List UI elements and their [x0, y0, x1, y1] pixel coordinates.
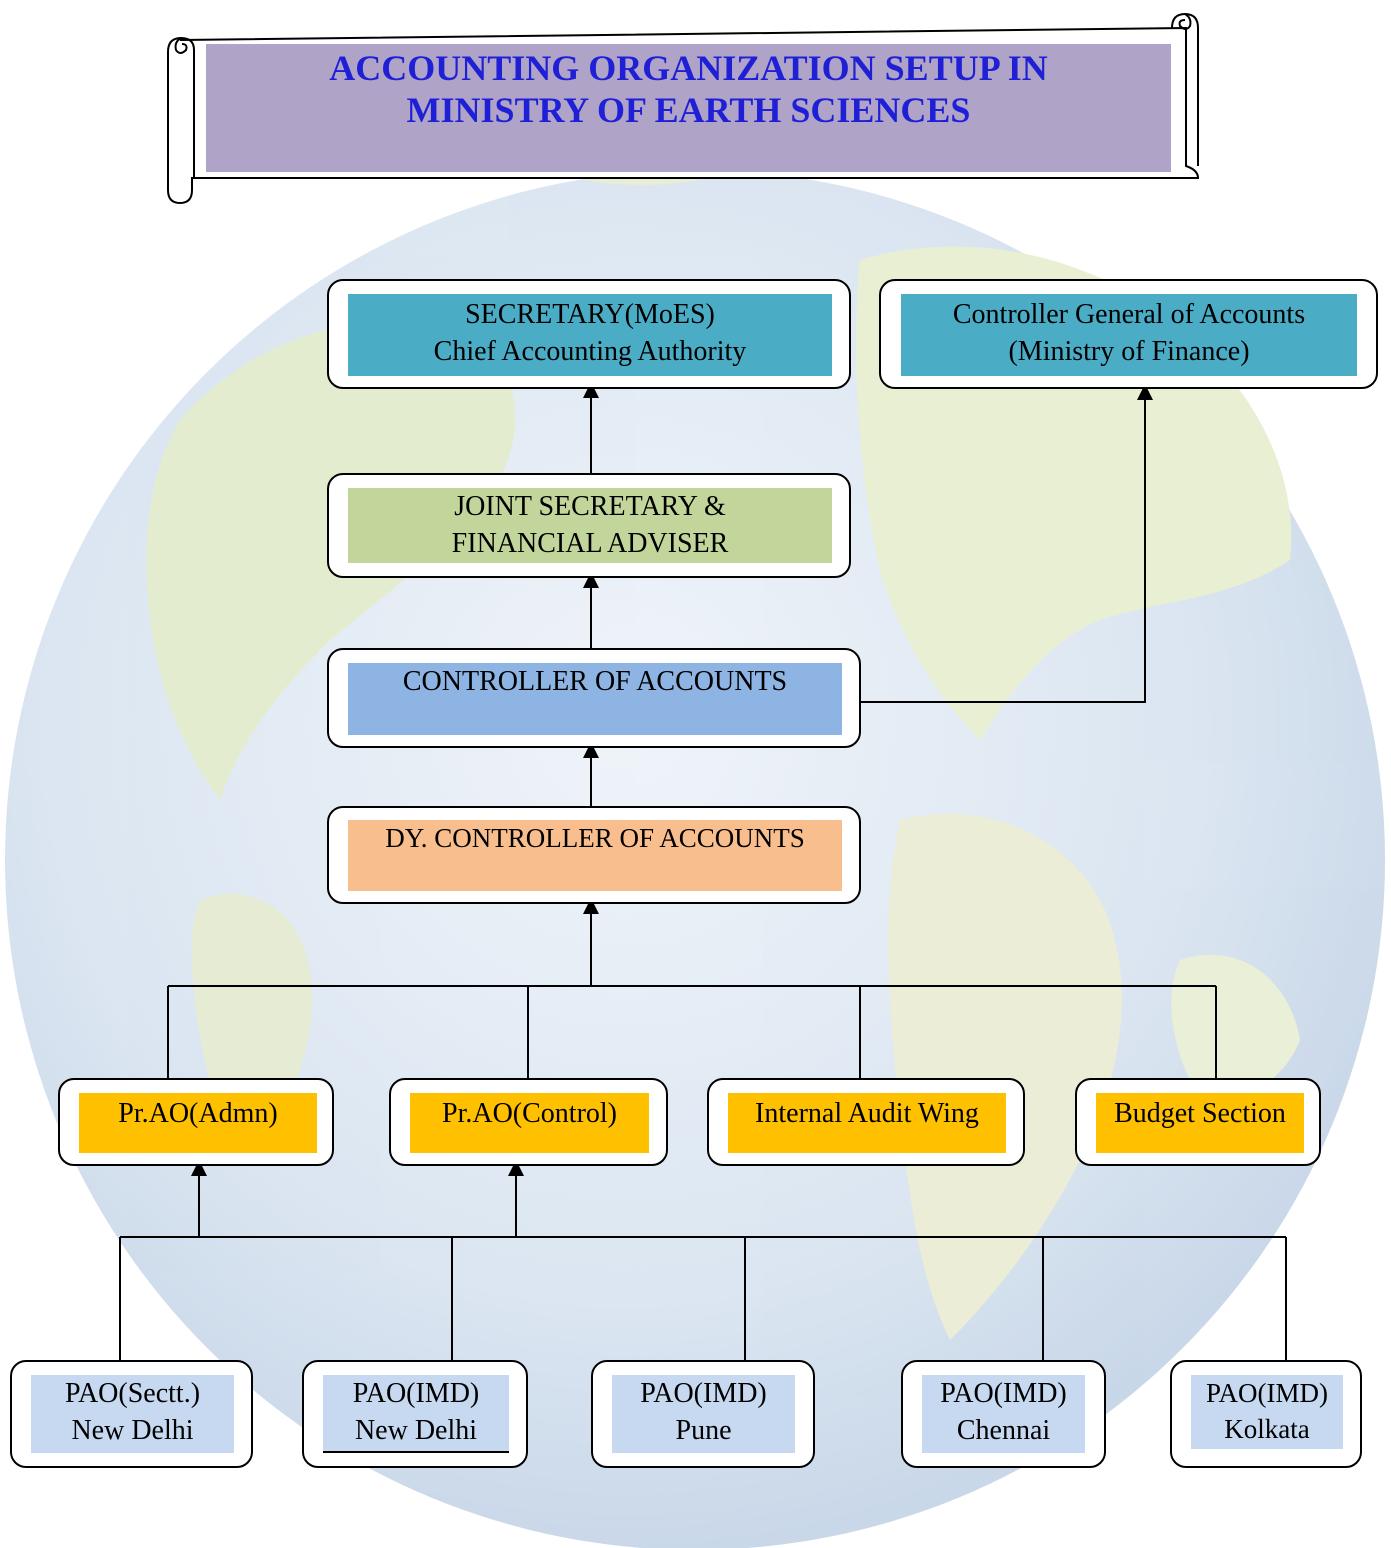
connectors — [119, 382, 1287, 1360]
title-banner — [206, 44, 1171, 172]
pao-imd-chennai-line-1: PAO(IMD) — [940, 1378, 1067, 1409]
internal-audit-label: Internal Audit Wing — [755, 1098, 979, 1129]
node-internal-audit: Internal Audit Wing — [707, 1078, 1025, 1166]
jsfa-line-1: JOINT SECRETARY & — [454, 491, 726, 522]
pao-imd-chennai-fill: PAO(IMD) Chennai — [922, 1375, 1085, 1453]
cga-subtitle: (Ministry of Finance) — [1008, 336, 1250, 367]
pao-imd-pune-fill: PAO(IMD) Pune — [612, 1375, 795, 1453]
node-jsfa: JOINT SECRETARY & FINANCIAL ADVISER — [327, 473, 851, 578]
pao-imd-pune-line-2: Pune — [675, 1415, 732, 1446]
office-control-label: Pr.AO(Control) — [442, 1098, 617, 1129]
pao-imd-kolkata-line-1: PAO(IMD) — [1205, 1378, 1328, 1408]
node-office-control: Pr.AO(Control) — [389, 1078, 668, 1166]
node-secretary-fill: SECRETARY(MoES) Chief Accounting Authori… — [348, 294, 832, 376]
pao-imd-kolkata-line-2: Kolkata — [1224, 1414, 1310, 1444]
internal-audit-fill: Internal Audit Wing — [728, 1093, 1006, 1153]
node-coa: CONTROLLER OF ACCOUNTS — [327, 648, 861, 748]
pao-sectt-delhi-line-1: PAO(Sectt.) — [64, 1378, 201, 1409]
jsfa-line-2: FINANCIAL ADVISER — [451, 528, 729, 559]
budget-section-fill: Budget Section — [1096, 1093, 1304, 1153]
node-cga: Controller General of Accounts (Ministry… — [879, 279, 1378, 389]
node-pao-imd-pune: PAO(IMD) Pune — [591, 1360, 815, 1468]
node-office-admn: Pr.AO(Admn) — [58, 1078, 334, 1166]
node-dycoa-fill: DY. CONTROLLER OF ACCOUNTS — [348, 820, 842, 891]
pao-imd-delhi-line-1: PAO(IMD) — [352, 1378, 480, 1409]
office-control-fill: Pr.AO(Control) — [410, 1093, 649, 1153]
node-pao-imd-delhi: PAO(IMD) New Delhi — [302, 1360, 528, 1468]
pao-imd-pune-line-1: PAO(IMD) — [640, 1378, 767, 1409]
office-admn-fill: Pr.AO(Admn) — [79, 1093, 317, 1153]
pao-sectt-delhi-fill: PAO(Sectt.) New Delhi — [31, 1375, 234, 1453]
node-jsfa-fill: JOINT SECRETARY & FINANCIAL ADVISER — [348, 488, 832, 563]
pao-imd-chennai-line-2: Chennai — [956, 1415, 1051, 1446]
secretary-subtitle: Chief Accounting Authority — [433, 336, 747, 367]
node-budget-section: Budget Section — [1075, 1078, 1321, 1166]
node-cga-fill: Controller General of Accounts (Ministry… — [901, 294, 1357, 376]
node-coa-fill: CONTROLLER OF ACCOUNTS — [348, 663, 842, 735]
pao-imd-delhi-line-2: New Delhi — [354, 1415, 478, 1446]
node-pao-sectt-delhi: PAO(Sectt.) New Delhi — [10, 1360, 253, 1468]
page-title: ACCOUNTING ORGANIZATION SETUP IN MINISTR… — [206, 44, 1171, 172]
node-dycoa: DY. CONTROLLER OF ACCOUNTS — [327, 806, 861, 904]
title-line-2: MINISTRY OF EARTH SCIENCES — [406, 90, 971, 130]
title-line-1: ACCOUNTING ORGANIZATION SETUP IN — [329, 48, 1048, 88]
pao-sectt-delhi-line-2: New Delhi — [71, 1415, 194, 1446]
cga-title: Controller General of Accounts — [952, 299, 1306, 330]
secretary-title: SECRETARY(MoES) — [465, 299, 715, 330]
office-admn-label: Pr.AO(Admn) — [118, 1098, 278, 1129]
pao-imd-kolkata-fill: PAO(IMD) Kolkata — [1191, 1375, 1343, 1449]
node-pao-imd-kolkata: PAO(IMD) Kolkata — [1170, 1360, 1362, 1468]
coa-title: CONTROLLER OF ACCOUNTS — [402, 666, 788, 697]
node-pao-imd-chennai: PAO(IMD) Chennai — [901, 1360, 1106, 1468]
title-scroll — [167, 12, 1200, 205]
pao-imd-delhi-fill: PAO(IMD) New Delhi — [323, 1375, 509, 1453]
dycoa-title: DY. CONTROLLER OF ACCOUNTS — [385, 823, 805, 853]
budget-section-label: Budget Section — [1114, 1098, 1286, 1129]
node-secretary: SECRETARY(MoES) Chief Accounting Authori… — [327, 279, 851, 389]
